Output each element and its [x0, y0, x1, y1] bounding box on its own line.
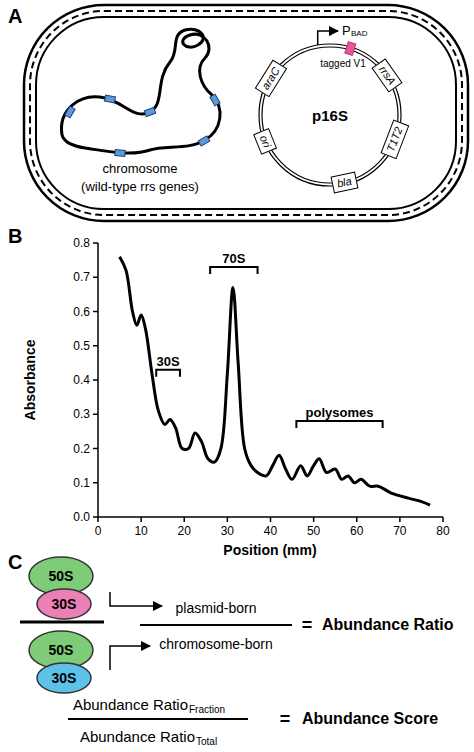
promoter-arrow	[318, 31, 338, 45]
x-tick	[184, 517, 186, 522]
fraction-bracket	[156, 370, 180, 377]
subunit-label: 30S	[52, 671, 77, 685]
y-tick	[93, 345, 98, 347]
ribosome-subunit: 30S	[36, 588, 92, 620]
cell-wall	[30, 11, 462, 215]
tick-label: 40	[264, 525, 277, 537]
gene-box: T1T2	[381, 120, 410, 159]
equals-sign: =	[280, 710, 291, 728]
peak-label: 70S	[222, 251, 245, 264]
gene-name: araC	[260, 65, 282, 91]
subscript: Total	[196, 737, 217, 747]
mrna-line	[20, 621, 104, 624]
gene-box: araC	[255, 59, 287, 97]
rrs-gene-marks	[65, 94, 220, 156]
x-tick	[97, 517, 99, 522]
denominator-text: chromosome-born	[159, 637, 273, 651]
y-tick	[93, 414, 98, 416]
chromosome-label: (wild-type rrs genes)	[81, 180, 199, 193]
fraction-bar	[140, 624, 292, 626]
promoter-label: P	[342, 24, 351, 37]
plasmid-circle: araC rrsA T1T2 bla ori p16S	[258, 43, 402, 187]
fraction-bracket	[296, 421, 382, 428]
gene-name: rrsA	[377, 64, 398, 87]
gene-name: bla	[336, 176, 353, 190]
x-tick	[356, 517, 358, 522]
result-term: Abundance Score	[302, 711, 438, 727]
cell-outer-membrane	[24, 5, 468, 221]
panel-letter: A	[8, 6, 22, 26]
fraction-bracket	[210, 267, 257, 274]
plasmid-name: p16S	[312, 108, 348, 123]
chromosome-label: chromosome	[102, 162, 177, 175]
peak-label: 30S	[157, 354, 180, 367]
gene-box: rrsA	[371, 58, 402, 92]
tick-label: 30	[221, 525, 234, 537]
tag-label: tagged V1	[320, 59, 366, 69]
result-term: Abundance Ratio	[322, 617, 454, 633]
y-tick	[93, 482, 98, 484]
y-tick	[93, 311, 98, 313]
absorbance-chart	[93, 243, 443, 522]
tick-label: 0.2	[73, 443, 90, 455]
gene-box: bla	[331, 172, 359, 194]
ribosome-subunit: 30S	[36, 662, 92, 694]
y-tick	[93, 448, 98, 450]
tick-label: 0.1	[73, 477, 90, 489]
tick-label: 0.4	[73, 374, 90, 386]
subscript: Fraction	[189, 705, 225, 715]
promoter-subscript: BAD	[351, 30, 367, 38]
x-tick	[442, 517, 444, 522]
cell-inner-membrane	[36, 17, 456, 209]
gene-box: ori	[254, 128, 278, 155]
equals-sign: =	[302, 616, 313, 634]
tick-label: 20	[178, 525, 191, 537]
tick-label: 0	[95, 525, 102, 537]
numerator-text: plasmid-born	[176, 601, 257, 615]
denominator-text: Abundance Ratio	[80, 729, 195, 744]
x-tick	[399, 517, 401, 522]
tick-label: 80	[436, 525, 449, 537]
chromosome-strand	[62, 29, 221, 153]
tick-label: 0.5	[73, 340, 90, 352]
axis-title: Position (mm)	[223, 543, 316, 557]
tick-label: 10	[134, 525, 147, 537]
x-tick	[227, 517, 229, 522]
axis-title: Absorbance	[23, 340, 37, 421]
absorbance-trace	[120, 257, 431, 505]
x-tick	[140, 517, 142, 522]
peak-label: polysomes	[306, 406, 374, 419]
panel-letter: C	[8, 552, 22, 572]
numerator-text: Abundance Ratio	[73, 697, 188, 712]
x-tick	[313, 517, 315, 522]
y-tick	[93, 242, 98, 244]
x-tick	[270, 517, 272, 522]
gene-name: ori	[258, 133, 273, 148]
panel-letter: B	[8, 226, 22, 246]
tag-marker	[345, 42, 356, 56]
fraction-bar	[68, 718, 248, 720]
flow-arrow	[110, 592, 162, 606]
tick-label: 0.8	[73, 237, 90, 249]
chart-axes	[98, 243, 443, 517]
y-tick	[93, 277, 98, 279]
subunit-label: 30S	[52, 597, 77, 611]
subunit-label: 50S	[49, 643, 74, 657]
subunit-label: 50S	[49, 569, 74, 583]
tick-label: 0.0	[73, 511, 90, 523]
gene-name: T1T2	[385, 126, 404, 154]
tick-label: 70	[393, 525, 406, 537]
tick-label: 60	[350, 525, 363, 537]
tick-label: 0.3	[73, 408, 90, 420]
flow-arrow	[110, 646, 150, 670]
y-tick	[93, 379, 98, 381]
tick-label: 0.6	[73, 306, 90, 318]
tick-label: 50	[307, 525, 320, 537]
tick-label: 0.7	[73, 271, 90, 283]
